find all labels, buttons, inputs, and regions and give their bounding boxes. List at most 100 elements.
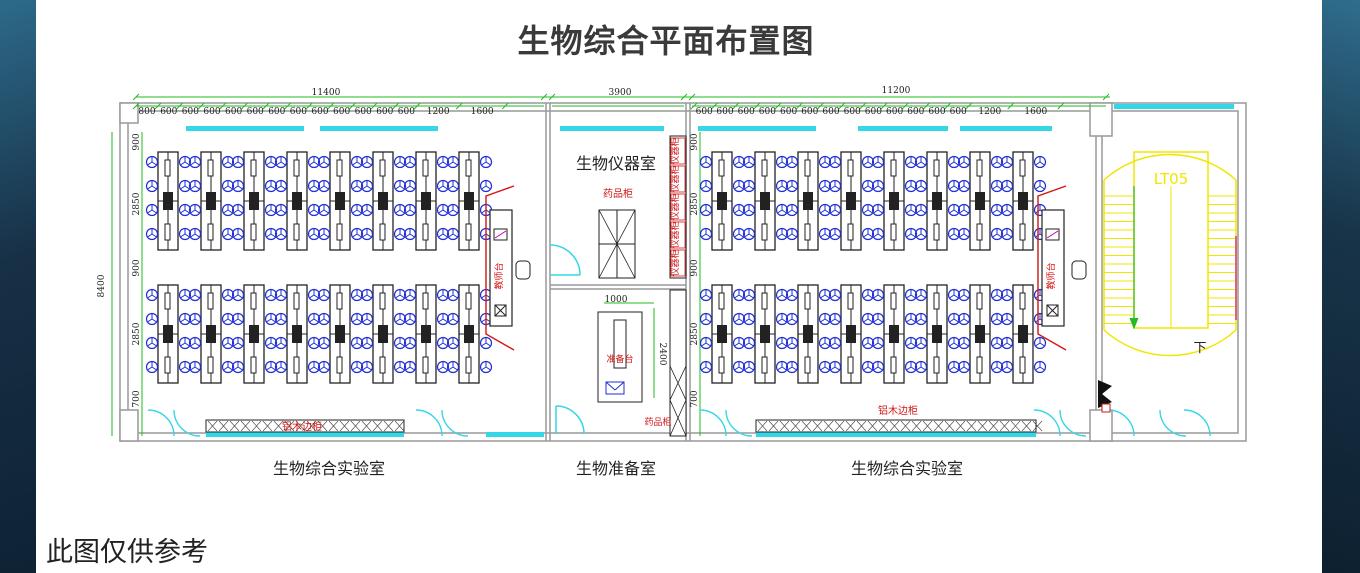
stool [221, 203, 235, 217]
stool [221, 288, 235, 302]
stool [178, 360, 192, 374]
stool [828, 360, 842, 374]
stool [393, 360, 407, 374]
stool [446, 155, 460, 169]
stool [231, 179, 245, 193]
stool [957, 203, 971, 217]
stool [742, 336, 756, 350]
bench [372, 284, 394, 384]
stool [403, 312, 417, 326]
stool [317, 312, 331, 326]
stool [904, 288, 918, 302]
stool [1000, 288, 1014, 302]
stool [1000, 336, 1014, 350]
stool [393, 179, 407, 193]
windows [186, 104, 1234, 437]
stool [957, 312, 971, 326]
stool [861, 155, 875, 169]
stool [479, 336, 493, 350]
dim-prep-height: 2400 [657, 343, 667, 366]
instrument-cabinet-label: 仪器柜 [669, 249, 681, 276]
instrument-cabinet [670, 193, 686, 221]
stool [904, 203, 918, 217]
stool [871, 203, 885, 217]
stool [274, 203, 288, 217]
stool [957, 155, 971, 169]
stool [436, 336, 450, 350]
bench [711, 284, 733, 384]
stool [742, 288, 756, 302]
stool [775, 155, 789, 169]
dim-segment: 600 [290, 107, 307, 117]
stool [785, 336, 799, 350]
stool [264, 155, 278, 169]
stair-id: LT05 [1154, 170, 1189, 188]
stool [274, 155, 288, 169]
bench [1012, 151, 1034, 251]
stool [274, 288, 288, 302]
stool [145, 155, 159, 169]
stool [231, 312, 245, 326]
bench [458, 151, 480, 251]
stool [436, 360, 450, 374]
stool [947, 336, 961, 350]
bench [883, 284, 905, 384]
stool [828, 155, 842, 169]
dim-vertical: 2850 [132, 322, 142, 345]
stool [188, 312, 202, 326]
stool [317, 227, 331, 241]
instrument-cabinet [670, 249, 686, 277]
bench [372, 151, 394, 251]
stool [914, 155, 928, 169]
bench [200, 151, 222, 251]
bench [286, 284, 308, 384]
instrument-cabinet-label: 仪器柜 [669, 221, 681, 248]
dim-segment: 600 [759, 107, 776, 117]
dim-segment: 600 [182, 107, 199, 117]
stool [732, 312, 746, 326]
slide: 生物综合平面布置图 [36, 0, 1322, 573]
stool [861, 227, 875, 241]
stool [947, 360, 961, 374]
dim-right-total: 11200 [882, 86, 911, 96]
stool [274, 336, 288, 350]
dim-vertical: 900 [132, 133, 142, 150]
dim-segment: 1200 [427, 107, 450, 117]
dim-segment: 600 [716, 107, 733, 117]
bench [157, 284, 179, 384]
stool [914, 288, 928, 302]
bench [926, 151, 948, 251]
dimension-lines [111, 96, 1110, 436]
stool [178, 227, 192, 241]
dim-segment: 600 [886, 107, 903, 117]
stool [145, 288, 159, 302]
stool [178, 155, 192, 169]
dim-segment: 600 [333, 107, 350, 117]
stool [818, 155, 832, 169]
stool [264, 336, 278, 350]
stool [393, 336, 407, 350]
stool [785, 288, 799, 302]
dim-vertical: 2850 [690, 192, 700, 215]
dim-segment: 600 [907, 107, 924, 117]
stool [785, 179, 799, 193]
stool [742, 155, 756, 169]
stool [274, 360, 288, 374]
stool [828, 227, 842, 241]
stool [317, 288, 331, 302]
stool [360, 336, 374, 350]
right-lab-label: 生物综合实验室 [851, 459, 963, 478]
bench [926, 284, 948, 384]
stool [904, 336, 918, 350]
stool [775, 227, 789, 241]
stool [350, 227, 364, 241]
dim-segment: 600 [822, 107, 839, 117]
stool [785, 360, 799, 374]
stairwell: LT05 下 [1098, 151, 1237, 437]
stool [785, 155, 799, 169]
stool [403, 155, 417, 169]
teacher-desk-left: 教师台 [485, 185, 531, 351]
stool [990, 336, 1004, 350]
stool [264, 312, 278, 326]
